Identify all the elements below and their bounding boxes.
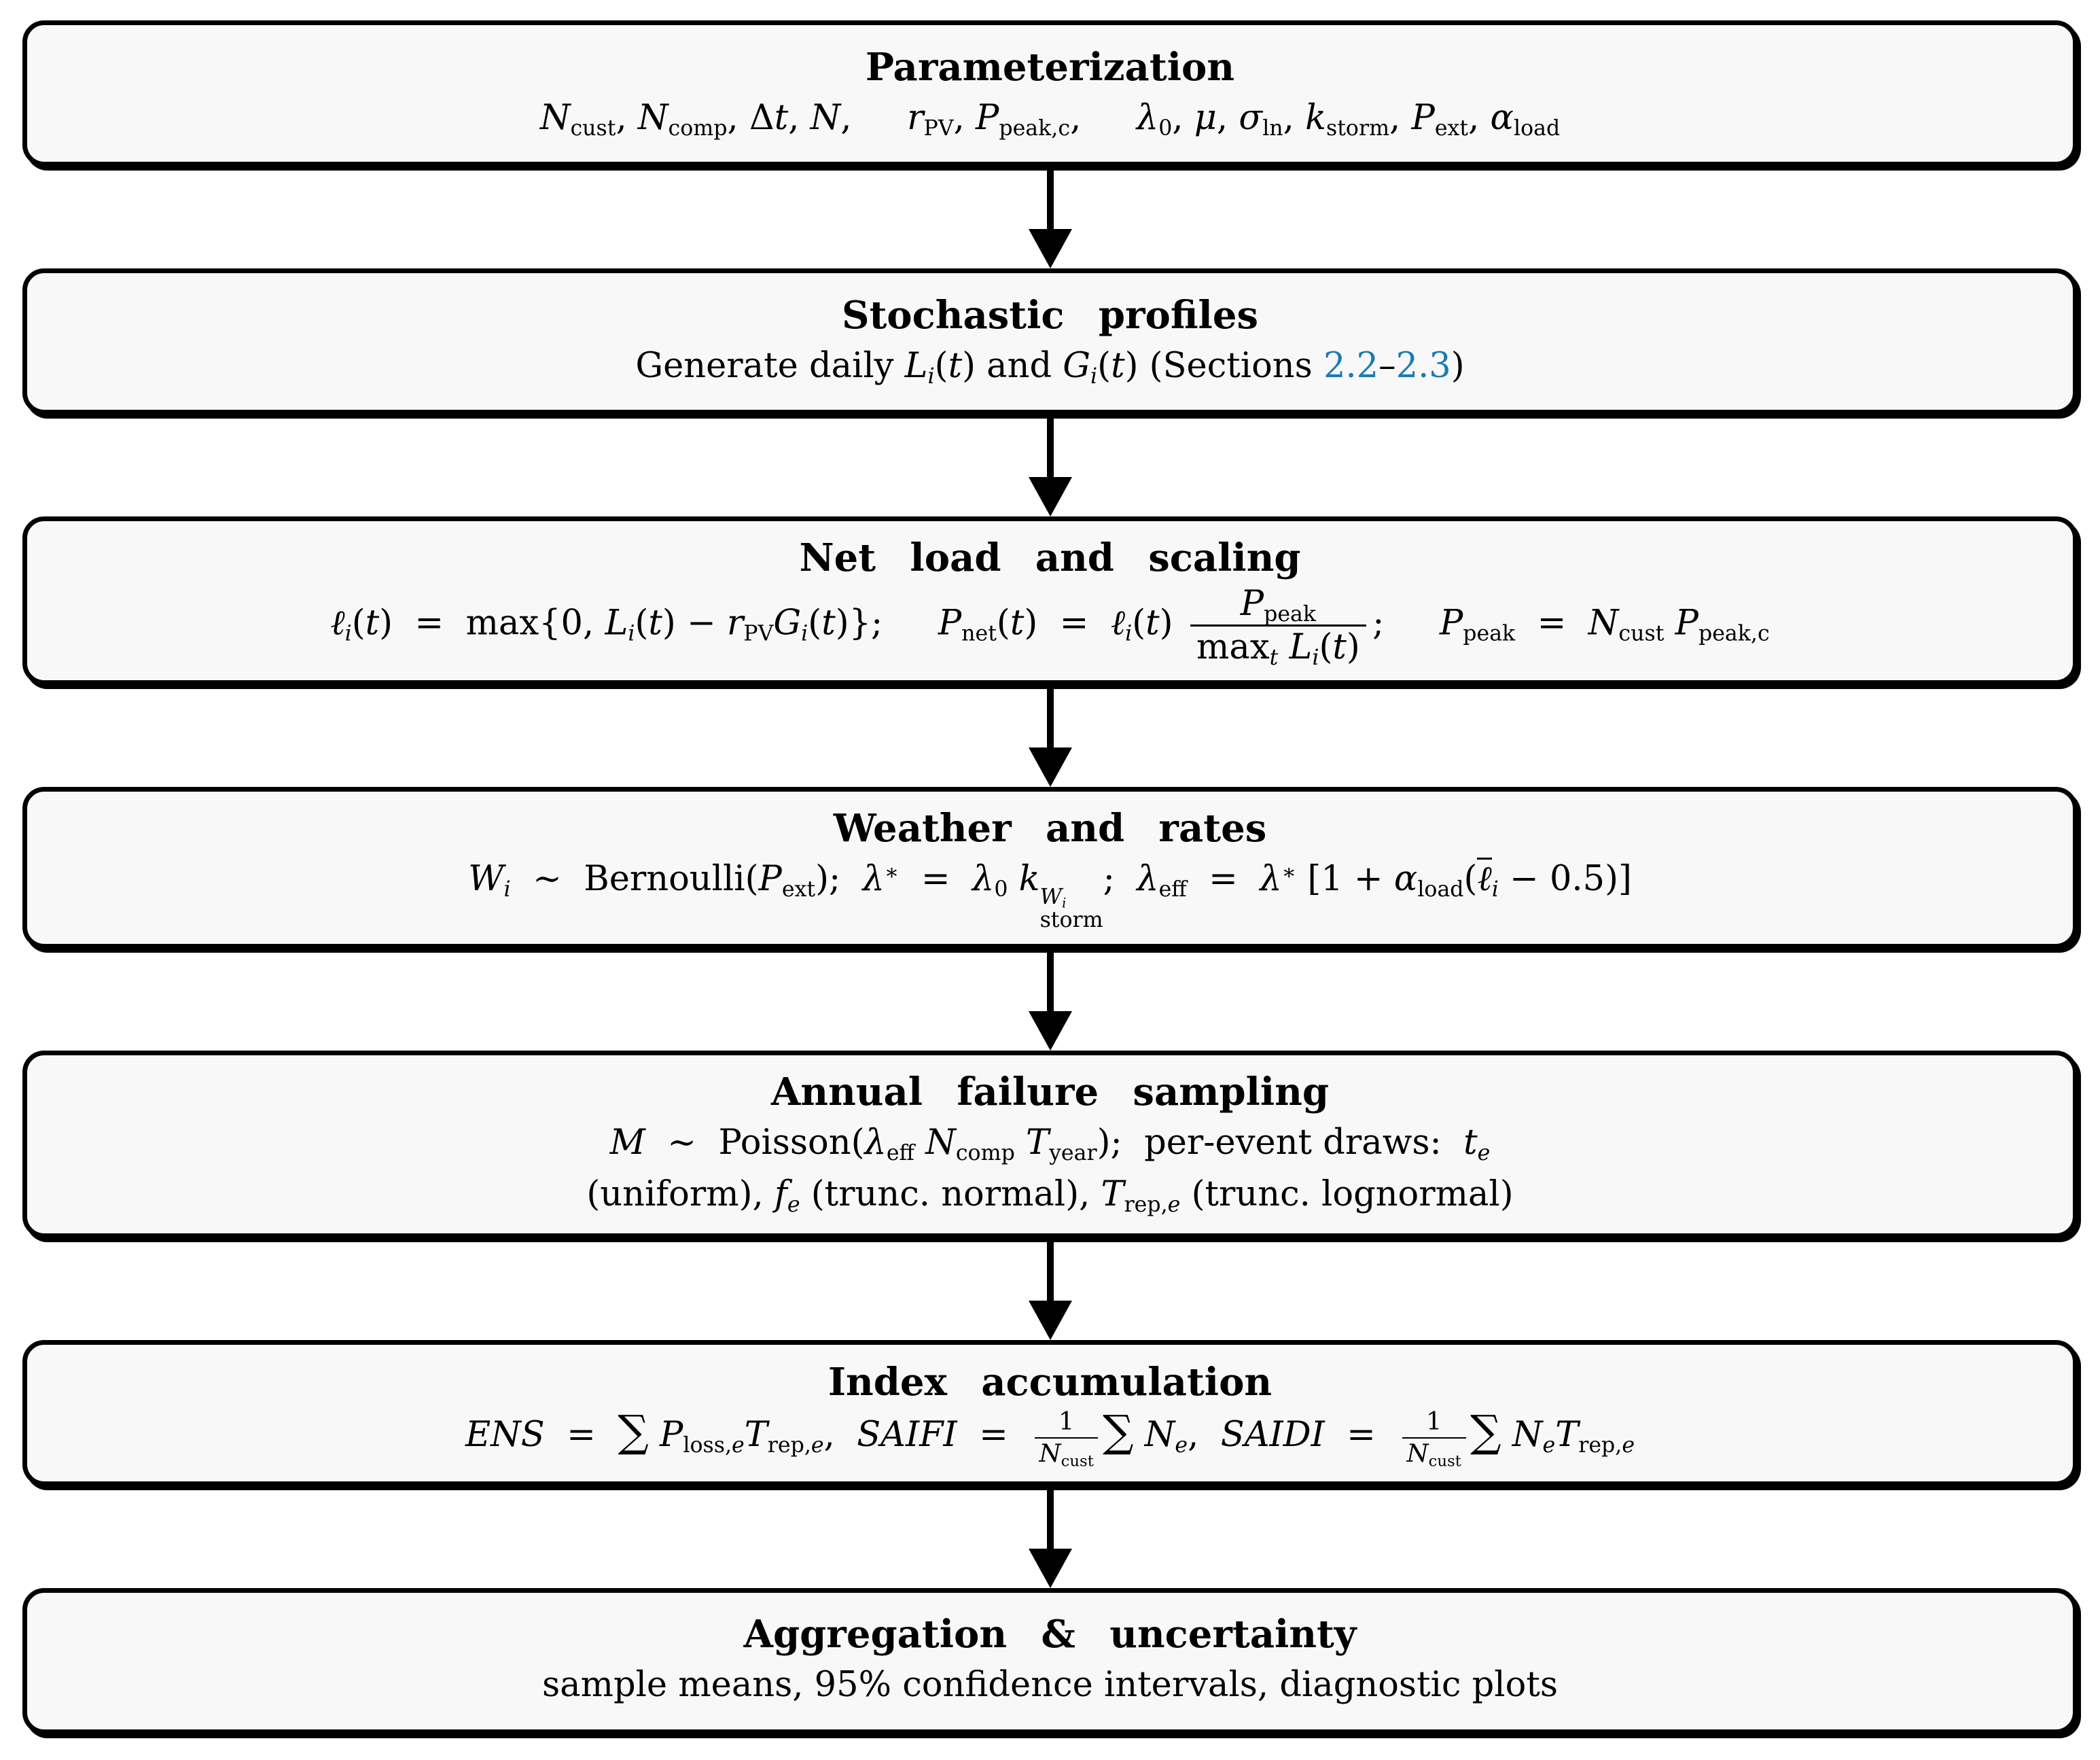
section-link[interactable]: 2.3 (1395, 345, 1451, 386)
box-title: Aggregation & uncertainty (743, 1612, 1357, 1657)
flow-box-aggregation-uncertainty: Aggregation & uncertainty sample means, … (22, 1587, 2078, 1734)
down-arrow-icon (22, 948, 2078, 1051)
down-arrow-icon (22, 166, 2078, 268)
box-title: Parameterization (865, 44, 1235, 90)
flow-box-weather-and-rates: Weather and rates Wi ∼ Bernoulli(Pext); … (22, 787, 2078, 949)
box-lines: Generate daily Li(t) and Gi(t) (Sections… (57, 340, 2043, 393)
arrow-stem (1046, 948, 1054, 1011)
box-formula: (uniform), fe (trunc. normal), Trep,e (t… (586, 1174, 1514, 1217)
box-title: Stochastic profiles (842, 292, 1258, 338)
arrow-stem (1046, 166, 1054, 229)
arrow-stem (1046, 415, 1054, 477)
box-formula: M ∼ Poisson(λeff Ncomp Tyear); per-event… (609, 1122, 1491, 1165)
box-lines: ℓi(t) = max{0, Li(t) − rPVGi(t)};Pnet(t)… (57, 583, 2043, 670)
box-formula: ℓi(t) = max{0, Li(t) − rPVGi(t)};Pnet(t)… (330, 583, 1770, 670)
arrow-head (1028, 1010, 1072, 1051)
box-title: Net load and scaling (799, 535, 1301, 580)
box-formula: sample means, 95% confidence intervals, … (542, 1665, 1558, 1706)
arrow-stem (1046, 1485, 1054, 1549)
arrow-head (1028, 477, 1072, 516)
box-title: Annual failure sampling (770, 1069, 1330, 1114)
flow-box-parameterization: Parameterization Ncust, Ncomp, Δt, N,rPV… (22, 20, 2078, 166)
flow-box-net-load-and-scaling: Net load and scaling ℓi(t) = max{0, Li(t… (22, 516, 2078, 686)
arrow-stem (1046, 685, 1054, 748)
down-arrow-icon (22, 1237, 2078, 1340)
box-formula: Generate daily Li(t) and Gi(t) (Sections… (635, 345, 1465, 389)
box-lines: sample means, 95% confidence intervals, … (57, 1659, 2043, 1712)
box-lines: Ncust, Ncomp, Δt, N,rPV, Ppeak,c,λ0, μ, … (57, 92, 2043, 145)
flow-box-stochastic-profiles: Stochastic profiles Generate daily Li(t)… (22, 268, 2078, 415)
section-link[interactable]: 2.2 (1323, 345, 1379, 386)
arrow-head (1028, 1300, 1072, 1340)
flow-box-index-accumulation: Index accumulation ENS = ∑ Ploss,eTrep,e… (22, 1339, 2078, 1486)
down-arrow-icon (22, 415, 2078, 516)
flow-box-annual-failure-sampling: Annual failure sampling M ∼ Poisson(λeff… (22, 1050, 2078, 1238)
down-arrow-icon (22, 1485, 2078, 1588)
box-title: Index accumulation (827, 1359, 1273, 1405)
down-arrow-icon (22, 685, 2078, 788)
box-title: Weather and rates (833, 806, 1267, 851)
box-formula: Ncust, Ncomp, Δt, N,rPV, Ppeak,c,λ0, μ, … (539, 97, 1561, 141)
arrow-head (1028, 1548, 1072, 1588)
arrow-head (1028, 747, 1072, 788)
box-lines: M ∼ Poisson(λeff Ncomp Tyear); per-event… (57, 1117, 2043, 1221)
arrow-stem (1046, 1237, 1054, 1301)
arrow-head (1028, 229, 1072, 268)
